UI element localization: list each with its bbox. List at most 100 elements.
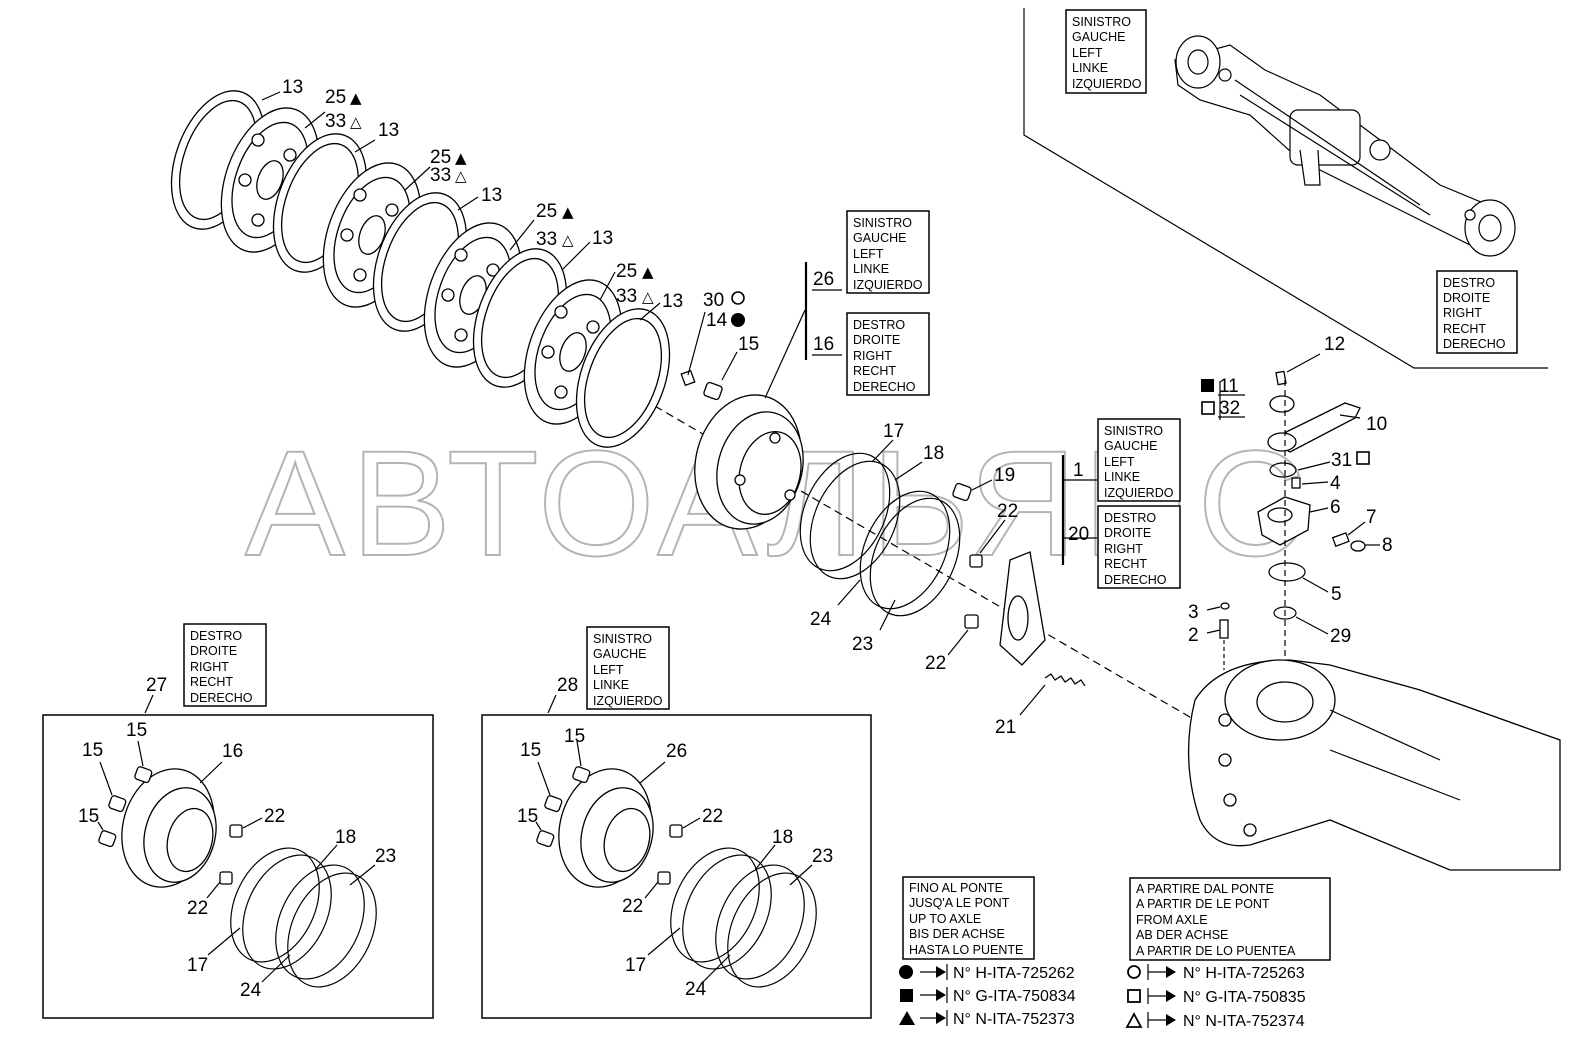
callout-15-27b: 15	[82, 740, 103, 761]
spring-21	[1019, 673, 1086, 716]
callout-13-d: 13	[592, 228, 613, 249]
callout-30: 30	[703, 290, 724, 311]
callout-15-28a: 15	[564, 726, 585, 747]
legend-up-entry-1: N° H-ITA-725262	[953, 965, 1075, 982]
legend-from-title-line2: A PARTIR DE LE PONT	[1136, 897, 1270, 911]
callout-22-27b: 22	[187, 898, 208, 919]
arrow-bar-right-icon	[1147, 964, 1176, 980]
arrow-right-icon	[920, 1010, 948, 1026]
legend-from-title-line5: A PARTIR DE LO PUENTEA	[1136, 944, 1296, 958]
legend-up-title-line1: FINO AL PONTE	[909, 881, 1003, 895]
circle-open-icon	[1127, 965, 1141, 979]
callout-18-28: 18	[772, 827, 793, 848]
legend-up-entry-3: N° N-ITA-752373	[953, 1011, 1075, 1028]
triangle-open-icon: △	[350, 113, 362, 131]
screw-12	[1275, 353, 1321, 386]
inset27-label-line2: DROITE	[190, 644, 237, 658]
circle-filled-icon	[899, 965, 913, 979]
callout-3: 3	[1188, 602, 1199, 623]
callout-14: 14	[706, 310, 728, 331]
inset-right-label-line2: DROITE	[1443, 291, 1490, 305]
callout-10: 10	[1366, 414, 1387, 435]
detail-inset-27: DESTRO DROITE RIGHT RECHT DERECHO	[42, 623, 434, 1019]
callout-33-c: 33	[536, 229, 557, 250]
o-ring-5	[1268, 562, 1329, 593]
callout-13-b: 13	[378, 120, 399, 141]
callout-15-27a: 15	[126, 720, 147, 741]
triangle-open-icon: △	[562, 231, 574, 249]
callout-22-b: 22	[925, 653, 946, 674]
callout-4: 4	[1330, 473, 1341, 494]
callout-18-27: 18	[335, 827, 356, 848]
callout-18: 18	[923, 443, 944, 464]
circle-open-icon	[731, 291, 745, 305]
inset28-label-line2: GAUCHE	[593, 647, 646, 661]
triangle-filled-icon: ▲	[562, 203, 574, 221]
arrow-right-icon	[920, 964, 948, 980]
callout-22-28b: 22	[622, 896, 643, 917]
callout-12: 12	[1324, 334, 1345, 355]
callout-26: 26	[813, 269, 834, 290]
label-20-line2: DROITE	[1104, 526, 1151, 540]
inset-right-label-line1: DESTRO	[1443, 276, 1495, 290]
inset-left-label-line3: LEFT	[1072, 46, 1103, 60]
label-20-line1: DESTRO	[1104, 511, 1156, 525]
pin-4	[1291, 477, 1329, 489]
callout-15-28c: 15	[517, 806, 538, 827]
inset-left-label-line5: IZQUIERDO	[1072, 77, 1142, 91]
washer-11	[1219, 381, 1295, 420]
brake-piston-main	[694, 394, 804, 530]
label-20-line5: DERECHO	[1104, 573, 1167, 587]
operating-lever	[999, 455, 1097, 666]
arrow-bar-right-icon	[1147, 988, 1176, 1004]
arrow-bar-right-icon	[1147, 1012, 1176, 1028]
callout-21: 21	[995, 717, 1016, 738]
callout-13-a: 13	[282, 77, 303, 98]
steering-arm-cluster	[1206, 353, 1380, 700]
inset-left-label-line1: SINISTRO	[1072, 15, 1131, 29]
legend-from-title-line1: A PARTIRE DAL PONTE	[1136, 882, 1274, 896]
axle-housing	[1187, 659, 1561, 871]
callout-25-d: 25	[616, 261, 637, 282]
label-box-26-left: SINISTRO GAUCHE LEFT LINKE IZQUIERDO	[846, 210, 930, 294]
square-filled-icon	[900, 989, 913, 1002]
callout-16: 16	[813, 334, 834, 355]
callout-17-27: 17	[187, 955, 208, 976]
axle-overview-illustration	[1174, 35, 1516, 257]
circle-filled-icon	[731, 313, 745, 327]
bracket-26-16	[804, 262, 842, 360]
label-1-line2: GAUCHE	[1104, 439, 1157, 453]
label-16-line4: RECHT	[853, 364, 896, 378]
label-26-line3: LEFT	[853, 247, 884, 261]
legend-up-title-line4: BIS DER ACHSE	[909, 927, 1005, 941]
nut-8	[1350, 540, 1380, 552]
triangle-filled-icon: ▲	[455, 149, 467, 167]
square-open-icon	[1356, 451, 1370, 465]
callout-5: 5	[1331, 584, 1342, 605]
axle-overview-inset: SINISTRO GAUCHE LEFT LINKE IZQUIERDO DES…	[1023, 8, 1548, 369]
o-rings-main	[799, 439, 961, 631]
triangle-filled-icon: ▲	[642, 263, 654, 281]
inset-right-label-line4: RECHT	[1443, 322, 1486, 336]
callout-23-28: 23	[812, 846, 833, 867]
callout-23-27: 23	[375, 846, 396, 867]
pivot-6	[1257, 496, 1329, 546]
callout-15-27c: 15	[78, 806, 99, 827]
label-box-20-right: DESTRO DROITE RIGHT RECHT DERECHO	[1097, 505, 1181, 589]
steel-disc-13-e	[575, 308, 671, 448]
callout-31: 31	[1331, 450, 1352, 471]
inset-left-label-line2: GAUCHE	[1072, 30, 1125, 44]
bolt-30	[680, 311, 706, 387]
label-26-line4: LINKE	[853, 262, 889, 276]
label-26-line5: IZQUIERDO	[853, 278, 923, 292]
triangle-open-icon: △	[642, 288, 654, 306]
square-open-icon	[1201, 401, 1215, 415]
inset27-label-line5: DERECHO	[190, 691, 253, 705]
legend-up-title-line5: HASTA LO PUENTE	[909, 943, 1023, 957]
part-number-callouts: 13 25 ▲ 33 △ 13 25 ▲ 33 △ 13 25 ▲ 33 △ 1…	[78, 77, 1393, 1001]
label-1-line3: LEFT	[1104, 455, 1135, 469]
callout-1: 1	[1073, 460, 1084, 481]
label-16-line1: DESTRO	[853, 318, 905, 332]
label-box-16-right: DESTRO DROITE RIGHT RECHT DERECHO	[846, 312, 930, 396]
